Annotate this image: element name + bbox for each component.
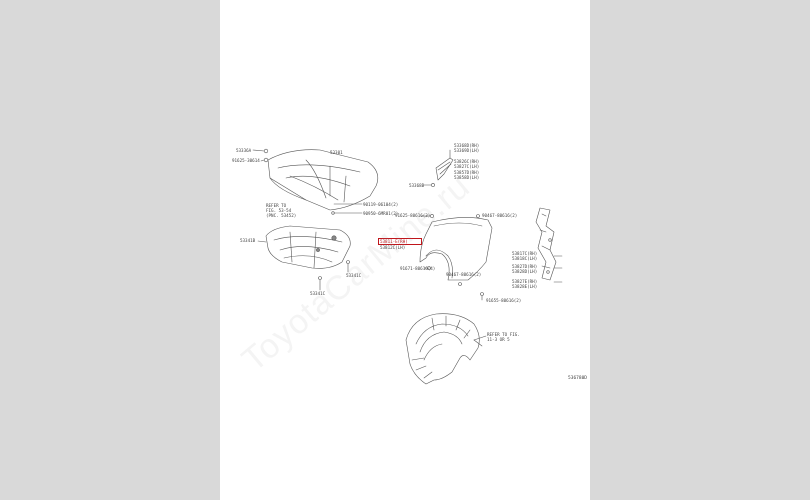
label-low-a: 53857D(RH) xyxy=(454,170,480,175)
front-fender-part xyxy=(419,214,493,301)
label-top-b: 53369D(LH) xyxy=(454,148,480,153)
engine-under-cover-part xyxy=(257,225,351,291)
label-cover-bottom: 53341C xyxy=(310,291,326,296)
label-bolt-right: 90467-80616(2) xyxy=(482,213,518,218)
label-right-f: 53828E(LH) xyxy=(512,284,538,289)
label-right-d: 53828D(LH) xyxy=(512,269,538,274)
label-hood-clip: 90950-6MR01(2) xyxy=(363,211,399,216)
label-right-a: 53817C(RH) xyxy=(512,251,538,256)
label-hood-bumper: 53336A xyxy=(236,148,252,153)
label-refer-fig2: (PNC. 53452) xyxy=(266,213,297,218)
label-liner-ref2: 11-3 OR 5 xyxy=(487,337,510,342)
hood-seal-part xyxy=(423,149,454,187)
label-hood: 53301 xyxy=(330,150,343,155)
label-mid-a: 53826C(RH) xyxy=(454,159,480,164)
fender-seal-part xyxy=(535,207,563,283)
label-right-c: 53827D(RH) xyxy=(512,264,538,269)
label-liner-ref1: REFER TO FIG. xyxy=(487,332,520,337)
label-fender-rh: 53811-E(RH) xyxy=(380,239,408,244)
label-bottom-bolt2: 90467-80616(2) xyxy=(446,272,482,277)
label-top-a: 53368D(RH) xyxy=(454,143,480,148)
hood-part xyxy=(252,148,379,215)
label-refer-to: REFER TO xyxy=(266,203,287,208)
label-mid-b: 53827C(LH) xyxy=(454,164,480,169)
label-bottom-bolt: 91671-80616(4) xyxy=(400,266,436,271)
label-fender-lh: 53812C(LH) xyxy=(380,245,406,250)
label-low-b: 53858D(LH) xyxy=(454,175,480,180)
label-bolt-left: 91625-80616(3) xyxy=(395,213,431,218)
label-cover-assy: 53341B xyxy=(240,238,256,243)
label-clip-left: 53368B xyxy=(409,183,425,188)
parts-diagram xyxy=(252,148,563,385)
label-refer-fig: FIG. 53-54 xyxy=(266,208,292,213)
label-bottom-right-bolt: 91655-80616(2) xyxy=(486,298,522,303)
diagram-code: 536780D xyxy=(568,376,587,381)
label-right-e: 53827E(RH) xyxy=(512,279,538,284)
label-hood-bolt: 91625-30614 xyxy=(232,158,260,163)
label-right-b: 53818C(LH) xyxy=(512,256,538,261)
label-hood-screw: 90119-06104(2) xyxy=(363,202,399,207)
diagram-page: 53336A 91625-30614 53301 REFER TO FIG. 5… xyxy=(220,0,590,500)
fender-liner-part xyxy=(405,313,487,385)
label-cover-left: 53341C xyxy=(346,273,362,278)
highlight-box xyxy=(378,238,422,245)
